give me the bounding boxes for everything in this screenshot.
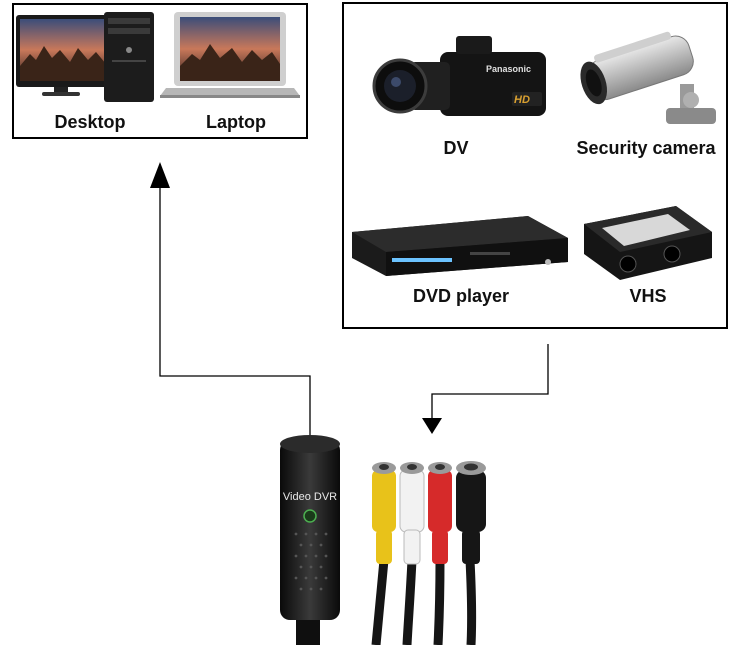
camcorder-hd-badge: HD (514, 94, 530, 106)
camcorder-brand-text: Panasonic (486, 64, 531, 74)
security-camera-label: Security camera (576, 138, 716, 158)
security-camera-image (580, 31, 716, 124)
dv-label: DV (443, 138, 469, 158)
rca-cables-image (371, 461, 486, 645)
vhs-tape-image (584, 206, 712, 280)
usb-dongle-image: Video DVR (280, 435, 340, 645)
arrow-from-sources (422, 344, 549, 434)
dongle-text: Video DVR (283, 491, 337, 503)
laptop-image (160, 12, 300, 98)
dvd-player-label: DVD player (412, 286, 510, 306)
arrow-to-computer (150, 162, 311, 440)
vhs-label: VHS (629, 286, 667, 306)
dvd-player-image (352, 216, 568, 276)
camcorder-image: Panasonic HD (372, 36, 546, 116)
laptop-label: Laptop (206, 112, 266, 132)
desktop-computer-image (16, 12, 154, 102)
desktop-label: Desktop (54, 112, 126, 132)
